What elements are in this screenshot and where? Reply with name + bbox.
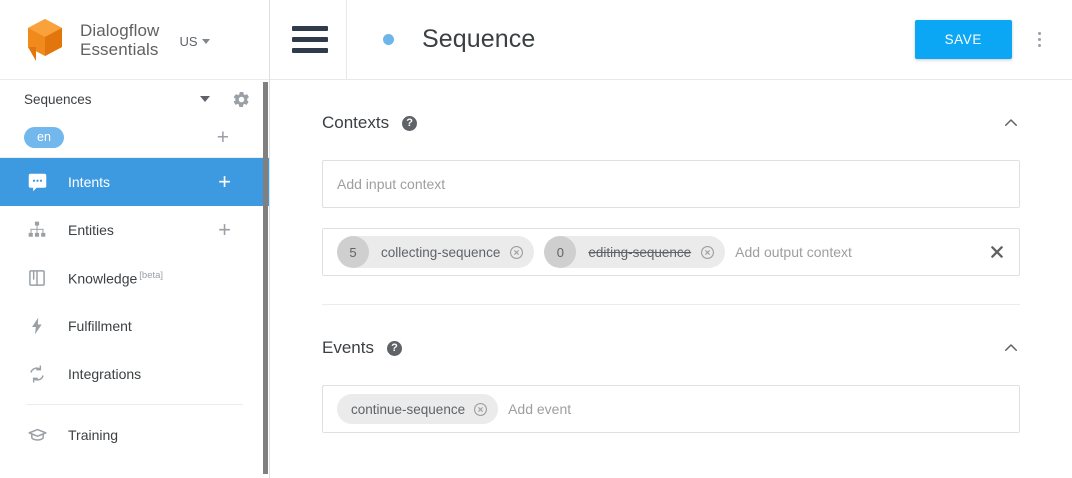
sidebar-item-label: Knowledge[beta]: [68, 270, 251, 287]
content-area: Contexts ? Add input context 5 co: [270, 80, 1072, 433]
toolbar-divider: [346, 0, 347, 80]
hamburger-icon[interactable]: [292, 26, 328, 53]
sidebar-item-label: Entities: [68, 222, 114, 238]
section-divider: [322, 304, 1020, 305]
remove-event-icon[interactable]: [473, 402, 488, 417]
add-language-button[interactable]: +: [216, 125, 229, 149]
output-context-chip[interactable]: 0 editing-sequence: [544, 236, 726, 268]
region-selector[interactable]: US: [179, 30, 210, 49]
brand-header[interactable]: Dialogflow Essentials US: [0, 0, 269, 80]
sidebar-item-label: Fulfillment: [68, 318, 132, 334]
context-name: editing-sequence: [588, 244, 692, 260]
book-icon: [26, 267, 48, 289]
sidebar-scrollbar[interactable]: [263, 82, 268, 474]
section-title: Events: [322, 338, 374, 357]
context-lifespan-count[interactable]: 5: [337, 236, 369, 268]
brand-line-1: Dialogflow: [80, 20, 160, 40]
chevron-up-icon[interactable]: [1002, 339, 1020, 357]
chevron-up-icon[interactable]: [1002, 114, 1020, 132]
kebab-menu-icon[interactable]: [1024, 23, 1054, 57]
sidebar-item-training[interactable]: Training: [0, 411, 269, 459]
events-header: Events ?: [322, 331, 1020, 365]
remove-context-icon[interactable]: [509, 245, 524, 260]
sidebar-item-integrations[interactable]: Integrations: [0, 350, 269, 398]
events-field[interactable]: continue-sequence Add event: [322, 385, 1020, 433]
input-context-placeholder: Add input context: [337, 176, 446, 192]
graduation-cap-icon: [26, 424, 48, 446]
bolt-icon: [26, 315, 48, 337]
sidebar-divider: [26, 404, 243, 405]
contexts-header: Contexts ?: [322, 106, 1020, 140]
beta-badge: [beta]: [139, 269, 164, 281]
output-context-placeholder: Add output context: [735, 244, 852, 260]
top-bar: Sequence SAVE: [270, 0, 1072, 80]
main-panel: Sequence SAVE Contexts ?: [270, 0, 1072, 478]
clear-all-x-icon[interactable]: [989, 244, 1005, 260]
chat-bubble-icon: [26, 171, 48, 193]
contexts-section: Contexts ? Add input context 5 co: [322, 80, 1020, 276]
sidebar: Dialogflow Essentials US Sequences en +: [0, 0, 270, 478]
page-title: Sequence: [422, 25, 536, 53]
sidebar-item-label: Training: [68, 427, 119, 443]
agent-name: Sequences: [24, 91, 92, 107]
brand-line-2: Essentials: [80, 39, 159, 59]
context-name: collecting-sequence: [381, 244, 501, 260]
agent-selector[interactable]: Sequences: [0, 80, 269, 118]
output-context-field[interactable]: 5 collecting-sequence 0 editing-sequence: [322, 228, 1020, 276]
region-label: US: [179, 34, 198, 49]
language-row: en +: [0, 118, 269, 158]
events-section: Events ? continue-sequence: [322, 305, 1020, 433]
context-lifespan-count[interactable]: 0: [544, 236, 577, 268]
event-chip[interactable]: continue-sequence: [337, 394, 499, 424]
gear-icon[interactable]: [232, 90, 251, 109]
input-context-field[interactable]: Add input context: [322, 160, 1020, 208]
sidebar-item-fulfillment[interactable]: Fulfillment: [0, 302, 269, 350]
output-context-chip[interactable]: 5 collecting-sequence: [337, 236, 535, 268]
event-placeholder: Add event: [508, 401, 572, 417]
remove-context-icon[interactable]: [700, 245, 715, 260]
add-intent-button[interactable]: +: [218, 169, 231, 194]
knowledge-label-text: Knowledge: [68, 270, 138, 287]
section-title: Contexts: [322, 113, 390, 132]
brand-title: Dialogflow Essentials: [80, 21, 159, 59]
help-icon[interactable]: ?: [386, 340, 402, 356]
sync-arrows-icon: [26, 363, 48, 385]
chevron-down-icon: [201, 39, 210, 44]
sidebar-item-knowledge[interactable]: Knowledge[beta]: [0, 254, 269, 302]
sidebar-item-label: Intents: [68, 174, 111, 190]
save-button[interactable]: SAVE: [914, 20, 1012, 59]
entities-hierarchy-icon: [26, 219, 48, 241]
status-badge: [383, 34, 394, 45]
add-entity-button[interactable]: +: [218, 217, 231, 242]
sidebar-item-label: Integrations: [68, 366, 142, 382]
chevron-down-icon[interactable]: [200, 96, 210, 102]
language-chip-en[interactable]: en: [24, 127, 64, 148]
sidebar-item-entities[interactable]: Entities +: [0, 206, 269, 254]
help-icon[interactable]: ?: [402, 115, 418, 131]
sidebar-item-intents[interactable]: Intents +: [0, 158, 269, 206]
dialogflow-logo-icon: [24, 17, 66, 63]
event-name: continue-sequence: [351, 401, 466, 417]
